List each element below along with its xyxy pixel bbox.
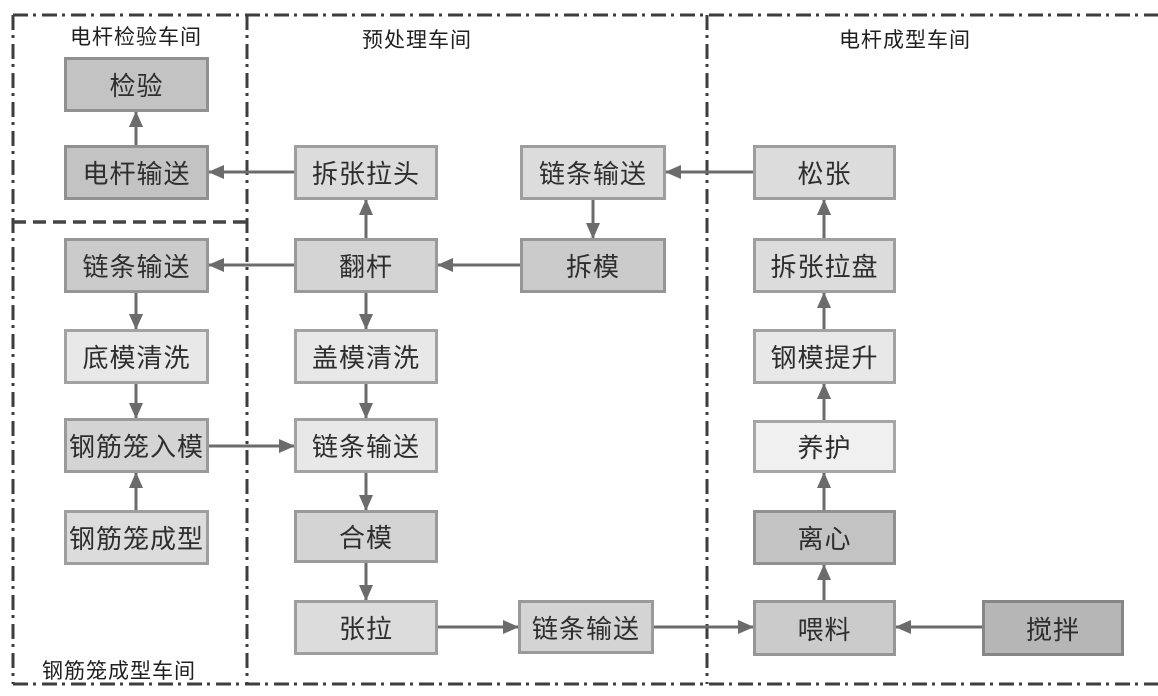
node-loosen-tension: 松张	[753, 145, 896, 200]
node-mold-removal: 拆模	[520, 238, 666, 293]
section-label-cage-forming-shop: 钢筋笼成型车间	[42, 660, 196, 683]
section-label-pole-forming: 电杆成型车间	[839, 29, 971, 52]
node-bottom-mold-cleaning: 底模清洗	[64, 329, 209, 384]
node-chain-conveyor-mid: 链条输送	[294, 418, 438, 473]
section-label-pole-inspection: 电杆检验车间	[70, 26, 202, 49]
node-cover-mold-cleaning: 盖模清洗	[294, 329, 438, 384]
node-chain-conveyor-left: 链条输送	[64, 238, 209, 293]
node-chain-conveyor-top: 链条输送	[520, 145, 666, 200]
node-remove-tension-head: 拆张拉头	[294, 145, 438, 200]
node-centrifuge: 离心	[753, 510, 896, 565]
node-cage-forming: 钢筋笼成型	[64, 510, 209, 565]
node-remove-tension-plate: 拆张拉盘	[753, 238, 896, 293]
node-mold-closing: 合模	[294, 510, 438, 563]
node-flip-pole: 翻杆	[294, 238, 438, 293]
node-pole-conveyor: 电杆输送	[64, 145, 209, 200]
section-label-pretreatment: 预处理车间	[362, 29, 472, 52]
node-feeding: 喂料	[753, 600, 896, 656]
node-chain-conveyor-bottom: 链条输送	[518, 600, 654, 654]
node-curing: 养护	[753, 420, 896, 473]
node-inspection: 检验	[64, 57, 209, 112]
node-mixing: 搅拌	[982, 600, 1124, 656]
node-tensioning: 张拉	[294, 600, 438, 655]
node-cage-into-mold: 钢筋笼入模	[64, 418, 209, 473]
node-steel-mold-lift: 钢模提升	[753, 329, 896, 384]
